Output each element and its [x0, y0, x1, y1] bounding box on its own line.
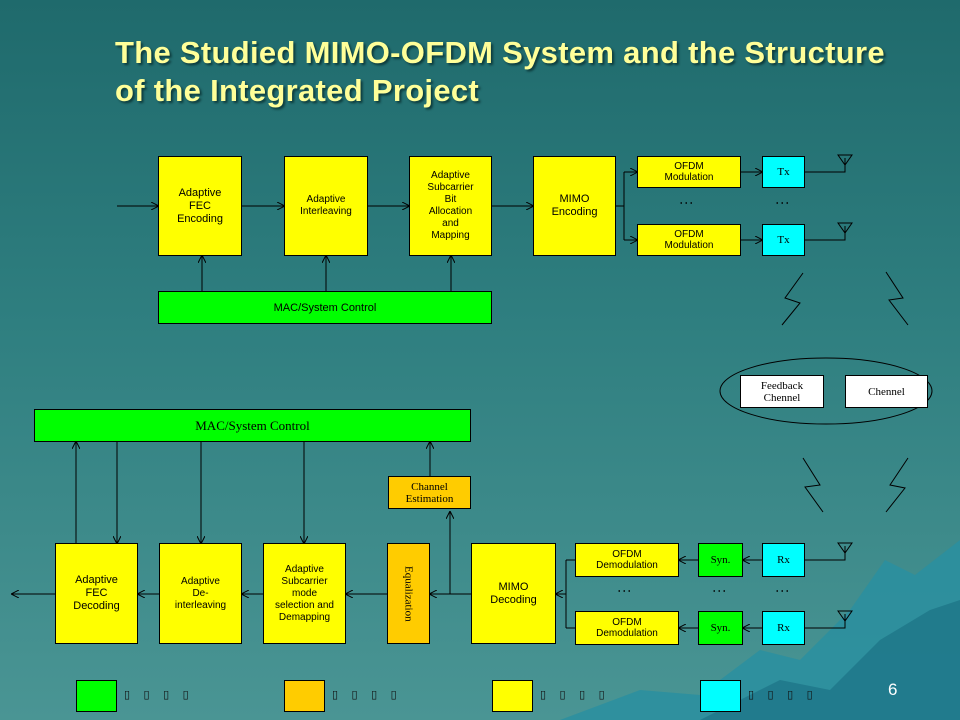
tx-block-1: Tx	[762, 156, 805, 188]
slide-title: The Studied MIMO-OFDM System and the Str…	[115, 35, 885, 108]
equalization-block: Equalization	[387, 543, 430, 644]
legend-label-cyan: ▯ ▯ ▯ ▯	[748, 688, 818, 701]
ofdm-demodulation-block-2: OFDM Demodulation	[575, 611, 679, 645]
page-number: 6	[888, 680, 898, 699]
lightning-bolt	[802, 457, 824, 513]
legend-label-orange: ▯ ▯ ▯ ▯	[332, 688, 402, 701]
legend-swatch-yellow	[492, 680, 533, 712]
legend-swatch-cyan	[700, 680, 741, 712]
tx-antenna-2	[805, 226, 846, 241]
mimo-decoding-block: MIMO Decoding	[471, 543, 556, 644]
ellipsis-dots: ⋮	[775, 196, 791, 208]
rx-block-2: Rx	[762, 611, 805, 645]
rx-antenna-2	[805, 614, 846, 629]
channel-estimation-block: Channel Estimation	[388, 476, 471, 509]
channel-ellipse	[719, 357, 933, 425]
adaptive-subcarrier-bit-allocation-block: Adaptive Subcarrier Bit Allocation and M…	[409, 156, 492, 256]
ellipsis-dots: ⋮	[679, 196, 695, 208]
lightning-bolt	[781, 272, 804, 326]
ellipsis-dots: ⋮	[712, 584, 728, 596]
mimo-encoding-block: MIMO Encoding	[533, 156, 616, 256]
rx-antenna-1	[805, 546, 846, 561]
equalization-label: Equalization	[402, 565, 415, 622]
tx-mac-system-control-block: MAC/System Control	[158, 291, 492, 324]
adaptive-fec-decoding-block: Adaptive FEC Decoding	[55, 543, 138, 644]
adaptive-fec-encoding-block: Adaptive FEC Encoding	[158, 156, 242, 256]
feedback-chennel-block: Feedback Chennel	[740, 375, 824, 408]
tx-block-2: Tx	[762, 224, 805, 256]
tx-antenna-1	[805, 158, 846, 173]
mountain-shadow	[700, 600, 960, 720]
legend-swatch-green	[76, 680, 117, 712]
ellipsis-dots: ⋮	[617, 584, 633, 596]
lightning-bolt	[885, 457, 909, 513]
syn-block-2: Syn.	[698, 611, 743, 645]
ofdm-modulation-block-2: OFDM Modulation	[637, 224, 741, 256]
lightning-bolt	[885, 271, 909, 326]
legend-swatch-orange	[284, 680, 325, 712]
ofdm-demodulation-block-1: OFDM Demodulation	[575, 543, 679, 577]
chennel-block: Chennel	[845, 375, 928, 408]
rx-block-1: Rx	[762, 543, 805, 577]
legend-label-green: ▯ ▯ ▯ ▯	[124, 688, 194, 701]
rx-mac-system-control-block: MAC/System Control	[34, 409, 471, 442]
ellipsis-dots: ⋮	[775, 584, 791, 596]
adaptive-deinterleaving-block: Adaptive De- interleaving	[159, 543, 242, 644]
adaptive-interleaving-block: Adaptive Interleaving	[284, 156, 368, 256]
ofdm-modulation-block-1: OFDM Modulation	[637, 156, 741, 188]
adaptive-subcarrier-demapping-block: Adaptive Subcarrier mode selection and D…	[263, 543, 346, 644]
syn-block-1: Syn.	[698, 543, 743, 577]
legend-label-yellow: ▯ ▯ ▯ ▯	[540, 688, 610, 701]
